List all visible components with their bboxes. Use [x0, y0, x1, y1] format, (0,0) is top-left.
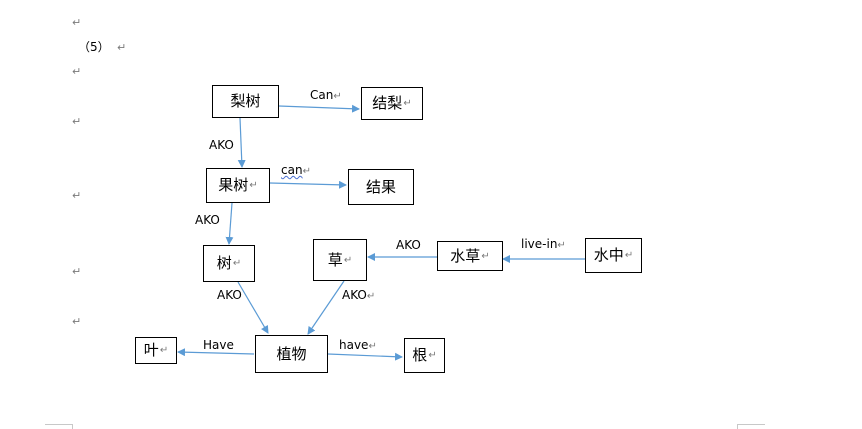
- paragraph-mark: ↵: [72, 265, 82, 278]
- node-guoshu: 果树 ↵: [206, 168, 270, 203]
- paragraph-mark: ↵: [366, 291, 376, 302]
- edge-label-text: Have: [203, 338, 234, 352]
- paragraph-mark: ↵: [403, 98, 412, 109]
- paragraph-mark: ↵: [72, 315, 82, 328]
- node-label: 果树: [218, 176, 249, 194]
- edge-label-zhiwu-ye: Have: [203, 339, 234, 352]
- node-cao: 草 ↵: [313, 239, 367, 281]
- edge-label-text: Can: [310, 88, 334, 102]
- edge-label-cao-zhiwu: AKO↵: [342, 289, 375, 303]
- paragraph-mark: ↵: [428, 350, 437, 361]
- node-label: 草: [327, 250, 343, 269]
- node-gen: 根 ↵: [404, 338, 445, 373]
- node-label: 结果: [365, 177, 396, 196]
- node-ye: 叶 ↵: [135, 337, 177, 364]
- margin-corner-mark: [737, 424, 765, 429]
- paragraph-mark: ↵: [368, 341, 377, 352]
- node-zhiwu: 植物: [255, 335, 328, 373]
- edge-label-text: AKO: [209, 138, 234, 152]
- edge-label-text: can: [281, 163, 303, 177]
- node-label: 梨树: [230, 92, 261, 110]
- edge-label-text: AKO: [396, 238, 421, 252]
- paragraph-mark: ↵: [481, 250, 490, 262]
- paragraph-mark: ↵: [72, 16, 82, 29]
- node-shu: 树 ↵: [203, 245, 255, 282]
- node-label: 水草: [450, 246, 481, 265]
- edge-label-lishu-guoshu: AKO: [209, 139, 234, 152]
- edge-shu-zhiwu: [237, 281, 269, 334]
- edge-label-shu-zhiwu: AKO: [217, 289, 242, 302]
- edge-lishu-guoshu: [237, 117, 246, 168]
- section-label: （5）: [78, 40, 110, 54]
- node-label: 植物: [276, 344, 307, 363]
- paragraph-mark: ↵: [232, 258, 242, 269]
- edge-label-zhiwu-gen: have↵: [339, 339, 377, 353]
- paragraph-mark: ↵: [117, 41, 127, 54]
- edge-label-shuicao-cao: AKO: [396, 239, 421, 252]
- paragraph-mark: ↵: [557, 240, 566, 251]
- edge-label-text: live-in: [521, 237, 558, 251]
- edge-guoshu-shu: [225, 202, 234, 245]
- paragraph-mark: ↵: [333, 91, 342, 102]
- edge-label-text: have: [339, 338, 369, 352]
- edge-label-guoshu-shu: AKO: [195, 214, 220, 227]
- edge-label-text: AKO: [217, 288, 242, 302]
- node-jieguo: 结果: [348, 169, 414, 205]
- paragraph-mark: ↵: [343, 254, 353, 266]
- edge-label-lishu-jieli: Can↵: [310, 89, 342, 103]
- paragraph-mark: ↵: [72, 115, 82, 128]
- edge-lishu-jieli: [278, 104, 360, 113]
- node-label: 结梨: [372, 94, 403, 112]
- node-label: 树: [216, 254, 232, 272]
- node-label: 叶: [143, 341, 159, 359]
- margin-corner-mark: [45, 424, 73, 429]
- edge-cao-zhiwu: [307, 280, 345, 335]
- edge-label-text: AKO: [342, 288, 367, 302]
- section-label-text: （5）: [78, 40, 110, 54]
- paragraph-mark: ↵: [159, 345, 169, 356]
- node-jieli: 结梨 ↵: [361, 87, 423, 120]
- node-label: 根: [412, 346, 428, 364]
- paragraph-mark: ↵: [302, 166, 311, 177]
- edge-label-text: AKO: [195, 213, 220, 227]
- paragraph-mark: ↵: [624, 250, 634, 261]
- edge-label-guoshu-jieguo: can↵: [281, 164, 311, 178]
- node-shuizhong: 水中 ↵: [585, 238, 642, 273]
- node-shuicao: 水草 ↵: [437, 241, 503, 271]
- node-label: 水中: [593, 246, 624, 264]
- paragraph-mark: ↵: [249, 180, 258, 191]
- edge-zhiwu-gen: [327, 352, 403, 361]
- edge-zhiwu-ye: [177, 348, 255, 357]
- edge-label-shuizhong-shuicao: live-in↵: [521, 238, 566, 252]
- paragraph-mark: ↵: [72, 189, 82, 202]
- paragraph-mark: ↵: [72, 65, 82, 78]
- edge-guoshu-jieguo: [269, 180, 347, 189]
- node-lishu: 梨树: [212, 85, 279, 118]
